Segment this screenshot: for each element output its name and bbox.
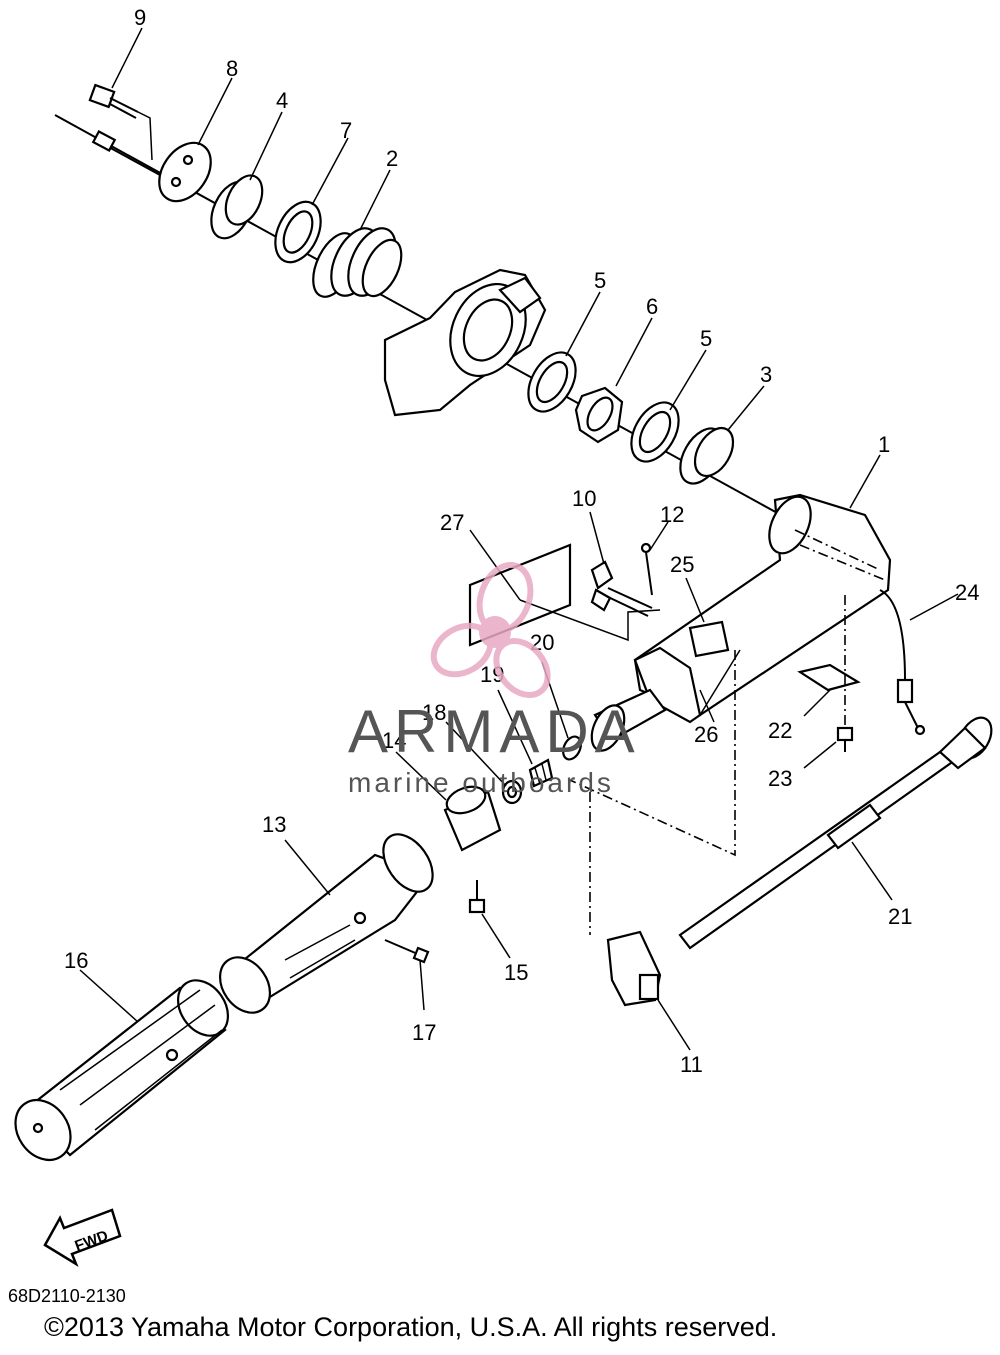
callout-5b: 5 (700, 326, 712, 351)
throttle-shaft-26 (590, 649, 741, 752)
leader-lines (79, 27, 959, 1051)
spring-19 (528, 758, 554, 788)
callout-labels: 1 2 3 4 5 5 6 7 8 9 10 11 12 13 14 15 16… (64, 5, 979, 1077)
callout-24: 24 (955, 580, 979, 605)
callout-1: 1 (878, 432, 890, 457)
friction-6 (574, 386, 624, 444)
callout-16: 16 (64, 948, 88, 973)
copyright-notice: ©2013 Yamaha Motor Corporation, U.S.A. A… (44, 1312, 778, 1342)
callout-11: 11 (680, 1052, 703, 1077)
grommet-3 (679, 427, 735, 485)
collar-14 (443, 785, 502, 852)
washer-5a (527, 351, 577, 413)
plate-22 (797, 595, 861, 730)
bushing-20 (562, 735, 582, 761)
callout-15: 15 (504, 960, 528, 985)
callout-12: 12 (660, 502, 684, 527)
callout-25: 25 (670, 552, 694, 577)
callout-22: 22 (768, 718, 792, 743)
callout-7: 7 (340, 118, 352, 143)
washer-18 (501, 779, 523, 805)
pin-12 (640, 542, 653, 596)
shift-rod-21 (678, 716, 993, 950)
callout-8: 8 (226, 56, 238, 81)
plate-8 (158, 141, 212, 203)
grommet-4 (210, 174, 264, 240)
watermark: ARMADA marine outboards (348, 562, 641, 798)
washer-5b (630, 401, 680, 463)
callout-5a: 5 (594, 268, 606, 293)
part-25 (688, 620, 730, 658)
propeller-logo (430, 562, 551, 698)
grip-sleeve-13 (218, 833, 434, 1014)
watermark-tagline: marine outboards (348, 767, 614, 798)
diagram-code: 68D2110-2130 (8, 1286, 126, 1306)
callout-4: 4 (276, 88, 288, 113)
steering-handle-1 (633, 493, 892, 724)
callout-2: 2 (386, 146, 398, 171)
watermark-brand: ARMADA (348, 698, 641, 765)
fwd-arrow-icon: FWD (43, 1208, 122, 1268)
clip-11 (606, 930, 662, 1007)
callout-17: 17 (412, 1020, 436, 1045)
screw-15 (468, 880, 486, 914)
callout-3: 3 (760, 362, 772, 387)
bolt-9 (88, 83, 153, 161)
handle-grip-16 (14, 979, 230, 1161)
callout-26: 26 (694, 722, 718, 747)
callout-13: 13 (262, 812, 286, 837)
spool-2 (312, 227, 403, 298)
bracket-housing (383, 268, 547, 417)
cable-24 (879, 589, 926, 736)
wing-bolt-10 (590, 560, 653, 617)
screw-17 (384, 939, 430, 964)
callout-14: 14 (382, 728, 406, 753)
callout-10: 10 (572, 486, 596, 511)
callout-6: 6 (646, 294, 658, 319)
callout-21: 21 (888, 904, 912, 929)
callout-9: 9 (134, 5, 146, 30)
callout-27: 27 (440, 510, 464, 535)
phantom-lines (569, 650, 736, 935)
washer-7 (274, 200, 322, 264)
screw-23 (836, 726, 854, 752)
callout-23: 23 (768, 766, 792, 791)
callout-18: 18 (422, 700, 446, 725)
